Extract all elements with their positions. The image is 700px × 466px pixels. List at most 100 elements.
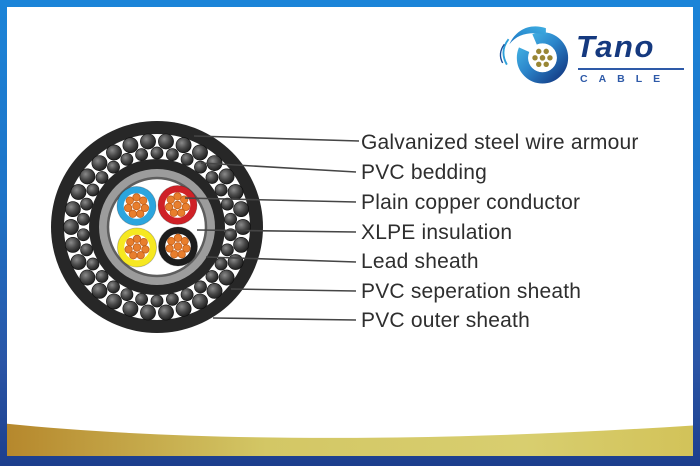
diagram-dot (205, 171, 219, 184)
diagram-dot (233, 201, 250, 218)
gold-swoosh-band (7, 423, 693, 456)
diagram-dot (181, 202, 190, 212)
steel-wire-armour-outer-row (63, 133, 251, 321)
diagram-dot (70, 184, 87, 200)
diagram-dot (214, 257, 228, 271)
diagram-dot (214, 183, 228, 197)
content-card: Galvanized steel wire armour PVC bedding… (7, 7, 693, 456)
diagram-dot (120, 152, 134, 166)
leader-line-lead-sheath (205, 256, 357, 263)
diagram-dot (543, 48, 549, 55)
diagram-dot (165, 244, 174, 253)
diagram-dot (125, 196, 134, 205)
diagram-dot (86, 183, 100, 197)
diagram-dot (91, 155, 108, 171)
diagram-dot (227, 254, 244, 270)
diagram-dot (169, 208, 178, 217)
emblem-ring (516, 32, 569, 84)
diagram-dot (135, 292, 149, 306)
diagram-dot (227, 184, 244, 200)
diagram-dot (80, 197, 94, 211)
diagram-dot (106, 293, 122, 310)
conductor-yellow (117, 227, 157, 268)
diagram-dot (170, 250, 179, 259)
diagram-dot (177, 208, 186, 217)
leader-line-separation-sheath (230, 288, 357, 292)
diagram-dot (122, 137, 139, 154)
conductor-group (116, 185, 198, 268)
diagram-dot (136, 209, 145, 218)
diagram-dot (539, 55, 546, 61)
diagram-dot (136, 251, 145, 260)
cable-diagram (7, 121, 693, 456)
diagram-dot (192, 293, 208, 310)
diagram-dot (107, 280, 120, 294)
diagram-dot (543, 61, 549, 68)
diagram-dot (86, 257, 100, 271)
diagram-dot (128, 209, 137, 218)
diagram-dot (180, 288, 194, 302)
diagram-dot (120, 288, 134, 302)
leader-line-armour (193, 135, 360, 142)
diagram-dot (140, 133, 156, 150)
diagram-dot (192, 144, 208, 161)
diagram-dot (220, 197, 234, 211)
leader-line-conductor (184, 197, 357, 203)
emblem-wire-dots (532, 48, 553, 68)
diagram-dot (235, 219, 251, 235)
leader-lines (184, 135, 360, 321)
diagram-dot (167, 237, 176, 246)
cable-cross-section (51, 121, 263, 333)
diagram-dot (206, 283, 223, 299)
diagram-dot (536, 61, 542, 68)
diagram-dot (218, 168, 235, 185)
brand-logo: Tano CABLE (495, 16, 693, 96)
diagram-dot (205, 270, 219, 283)
leader-line-outer-sheath (212, 317, 357, 321)
diagram-dot (177, 250, 186, 259)
diagram-dot (150, 146, 164, 160)
layer-label-outer-sheath: PVC outer sheath (361, 309, 530, 332)
diagram-dot (194, 280, 207, 294)
diagram-dot (107, 160, 120, 174)
diagram-dot (80, 243, 94, 257)
diagram-dot (124, 245, 133, 254)
leader-line-xlpe (196, 229, 357, 233)
diagram-dot (122, 300, 139, 317)
diagram-dot (77, 212, 90, 226)
conductor-blue (116, 186, 157, 226)
diagram-dot (64, 201, 81, 218)
diagram-dot (194, 160, 207, 174)
diagram-dot (158, 133, 174, 150)
diagram-dot (182, 244, 191, 253)
diagram-dot (220, 243, 234, 257)
diagram-dot (165, 292, 179, 306)
diagram-dot (233, 236, 250, 253)
emblem-tail-swoosh (509, 26, 546, 45)
diagram-dot (63, 219, 79, 235)
diagram-dot (132, 193, 141, 202)
steel-wire-armour-inner-row (77, 146, 237, 308)
diagram-dot (139, 196, 148, 205)
diagram-dot (173, 200, 182, 210)
conductor-red (157, 185, 198, 225)
diagram-dot (132, 201, 141, 211)
cable-drop-icon (499, 22, 569, 84)
diagram-dot (77, 228, 90, 242)
diagram-dot (165, 148, 179, 162)
diagram-dot (166, 195, 175, 204)
conductor-black (158, 226, 198, 267)
diagram-dot (79, 269, 96, 286)
diagram-dot (70, 254, 87, 270)
layer-label-lead-sheath: Lead sheath (361, 250, 479, 273)
diagram-dot (132, 243, 142, 252)
diagram-dot (141, 245, 150, 254)
layer-label-armour: Galvanized steel wire armour (361, 131, 639, 154)
diagram-dot (173, 192, 182, 201)
diagram-dot (175, 300, 192, 317)
layer-label-bedding: PVC bedding (361, 161, 487, 184)
diagram-dot (175, 137, 192, 154)
diagram-dot (173, 233, 183, 242)
diagram-dot (135, 148, 149, 162)
